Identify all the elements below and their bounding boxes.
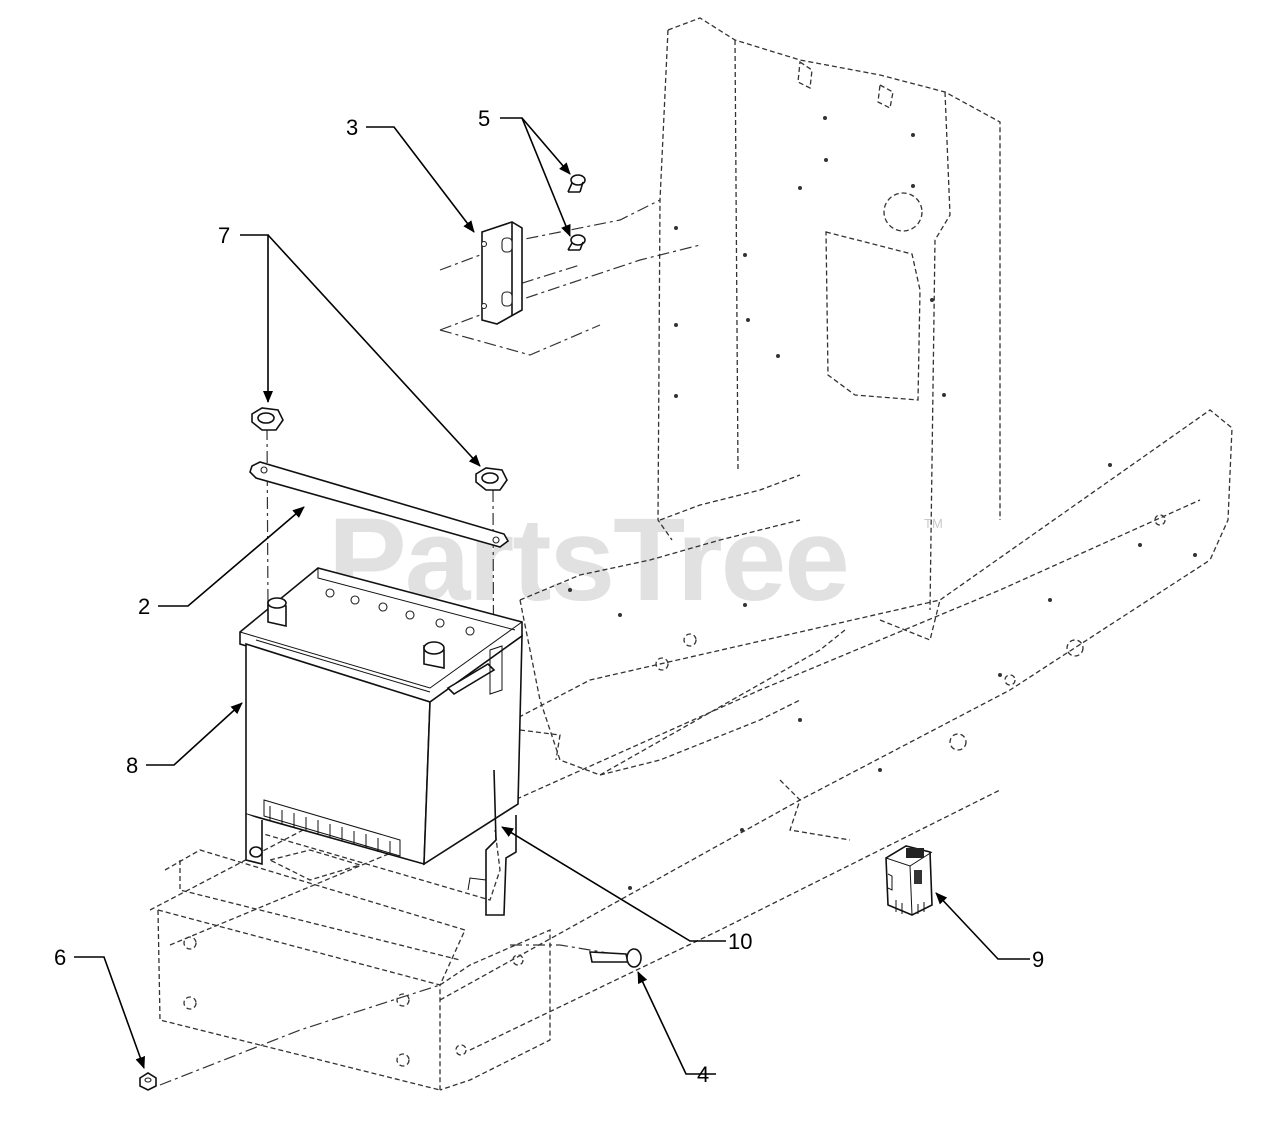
part-2-hold-down-strap	[249, 461, 510, 548]
frame-plate	[657, 17, 1001, 611]
part-4-bolt	[589, 948, 642, 968]
battery-tray-bracket	[519, 519, 846, 776]
part-6-nut	[139, 1072, 157, 1091]
callouts: 2 3 4 5 6 7 8 9 10	[54, 106, 1044, 1087]
nut-left	[251, 407, 284, 431]
nut-right	[475, 467, 508, 491]
part-9-switch	[885, 845, 933, 916]
screw-upper	[567, 174, 586, 193]
battery-terminal-positive	[423, 641, 445, 669]
callout-5: 5	[478, 106, 490, 131]
part-5-screws	[567, 174, 586, 251]
callout-6: 6	[54, 945, 66, 970]
screw-lower	[567, 234, 586, 251]
front-plate	[157, 829, 551, 1091]
callout-4: 4	[697, 1062, 709, 1087]
part-10-support-bracket	[467, 769, 517, 916]
callout-3: 3	[346, 115, 358, 140]
frame-hole-dots	[568, 116, 1197, 890]
battery-terminal-negative	[267, 597, 287, 627]
watermark-trademark: TM	[924, 516, 943, 531]
callout-9: 9	[1032, 947, 1044, 972]
part-3-bracket	[480, 221, 523, 325]
callout-7: 7	[218, 223, 230, 248]
crossmember	[149, 409, 1233, 1051]
callout-8: 8	[126, 753, 138, 778]
callout-2: 2	[138, 594, 150, 619]
part-8-battery	[239, 567, 523, 866]
callout-10: 10	[728, 929, 752, 954]
part-7-nuts	[251, 407, 508, 491]
